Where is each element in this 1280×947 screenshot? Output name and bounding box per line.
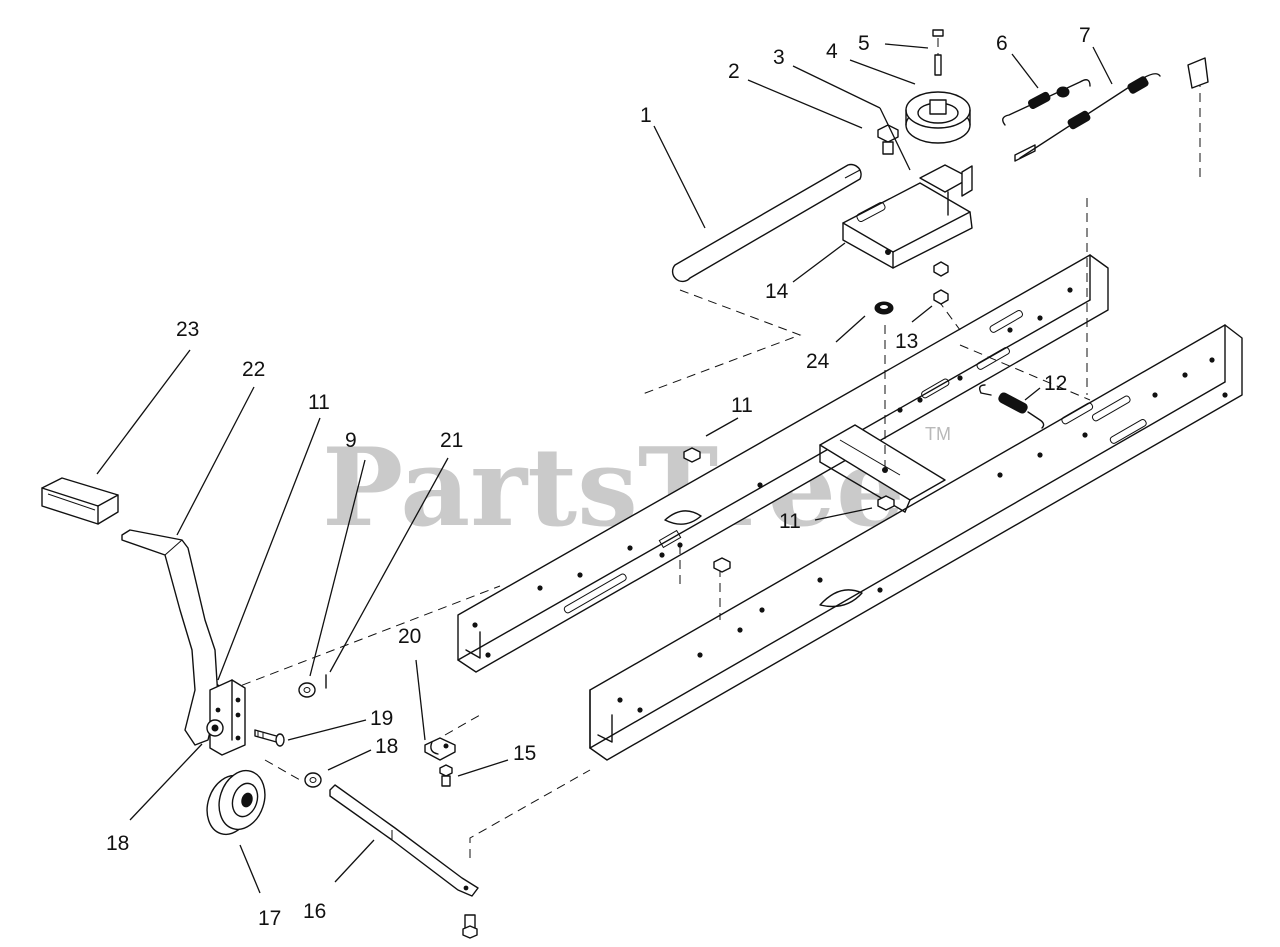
callout-14: 14 [765,280,789,303]
part-23-pedal-pad [41,477,119,525]
callout-16: 16 [303,900,326,923]
part-22-pedal-arm [121,529,219,746]
alignment-lines [214,78,1201,858]
part-14-idler-plate [842,182,973,269]
part-15-bolt [439,764,453,787]
callout-12: 12 [1044,372,1067,395]
callout-13: 13 [895,330,918,353]
pivot-bracket [206,679,246,756]
callout-18-bracket: 18 [106,832,129,855]
part-17-pulley [206,769,266,836]
callout-24: 24 [806,350,830,373]
callout-6: 6 [996,32,1008,55]
callout-18-washer: 18 [375,735,398,758]
callout-17: 17 [258,907,281,930]
part-16-rod [329,784,479,897]
part-3-bracket [919,164,973,197]
frame-rail-left [457,254,1109,673]
part-4-idler-pulley [905,91,971,144]
part-6-spring [1002,79,1091,126]
part-24-bushing [874,301,894,315]
callout-20: 20 [398,625,421,648]
frame-cross-member [819,424,946,513]
callout-11-bracket: 11 [308,391,330,414]
watermark-trademark: TM [925,424,951,444]
part-1-rod [671,163,862,283]
part-19-bolt [254,729,285,747]
callout-2: 2 [728,60,740,83]
callout-7: 7 [1079,24,1091,47]
callout-11-frame: 11 [731,394,753,417]
callout-22: 22 [242,358,265,381]
part-7-cable [1014,57,1209,162]
callout-23: 23 [176,318,199,341]
frame-rail-right [589,324,1243,761]
callout-5: 5 [858,32,870,55]
callout-11-crossmember: 11 [779,510,801,533]
callout-15: 15 [513,742,536,765]
bottom-bolt [462,914,478,939]
leader-lines [96,43,1113,894]
part-18-washer [304,772,322,788]
part-13-nuts [933,261,949,305]
part-20-clip [424,737,456,761]
callout-9: 9 [345,429,357,452]
callouts: 1 2 3 4 5 6 7 9 11 11 11 12 13 14 15 16 … [106,24,1091,930]
callout-21: 21 [440,429,463,452]
callout-19: 19 [370,707,393,730]
part-12-spring [978,384,1045,429]
callout-3: 3 [773,46,785,69]
part-5-bolt [932,29,944,76]
part-9-washer [298,682,316,698]
callout-4: 4 [826,40,838,63]
callout-1: 1 [640,104,652,127]
